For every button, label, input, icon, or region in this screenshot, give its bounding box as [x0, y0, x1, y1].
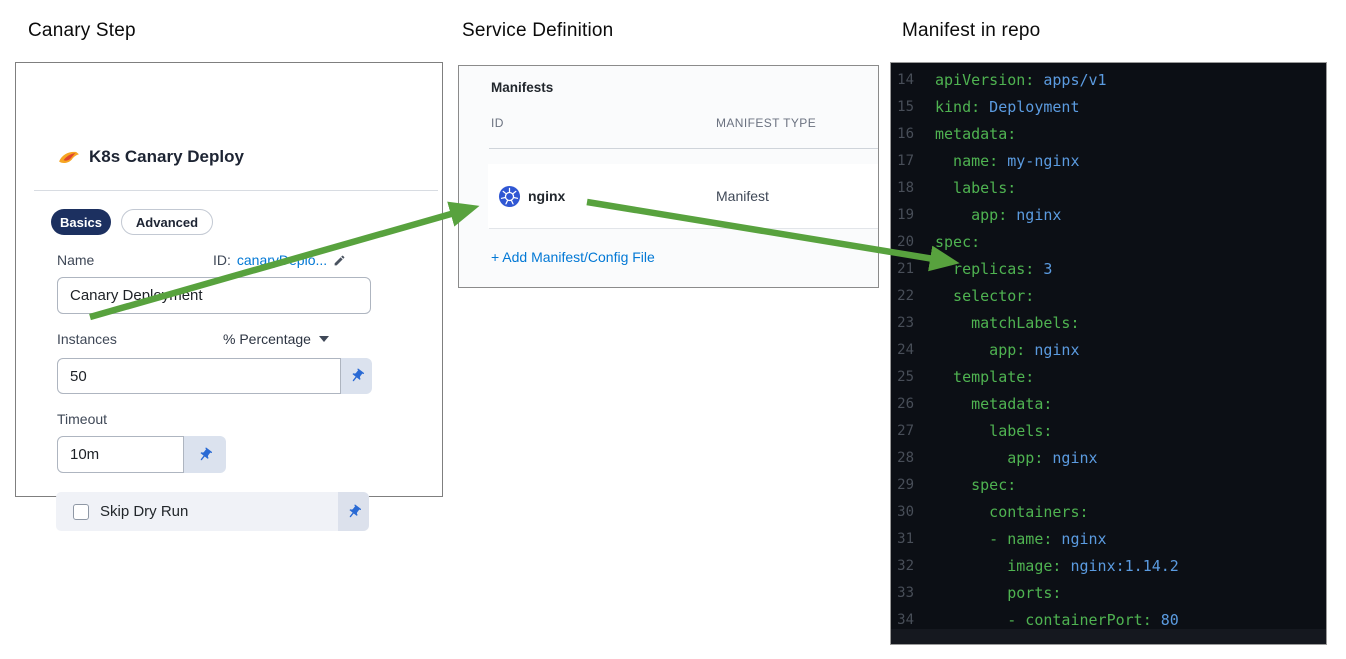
horizontal-scrollbar[interactable] — [891, 629, 1326, 644]
code-line-30: 30 containers: — [897, 503, 1089, 521]
skip-dry-run-label: Skip Dry Run — [100, 503, 189, 520]
code-line-27: 27 labels: — [897, 422, 1053, 440]
code-line-26: 26 metadata: — [897, 395, 1053, 413]
instances-unit-value: % Percentage — [223, 331, 311, 347]
instances-pin-button[interactable] — [341, 358, 372, 394]
name-input[interactable]: Canary Deployment — [57, 277, 371, 314]
manifest-id: nginx — [528, 188, 566, 204]
code-line-25: 25 template: — [897, 368, 1035, 386]
code-line-22: 22 selector: — [897, 287, 1035, 305]
pencil-icon[interactable] — [333, 254, 346, 267]
kubernetes-icon — [498, 185, 521, 208]
skip-dry-run-checkbox[interactable] — [73, 503, 89, 520]
service-definition-panel: Manifests ID MANIFEST TYPE — [458, 65, 879, 288]
timeout-label: Timeout — [57, 411, 108, 427]
manifest-row-nginx[interactable]: nginx Manifest — [488, 164, 878, 228]
code-line-24: 24 app: nginx — [897, 341, 1080, 359]
heading-manifest-in-repo: Manifest in repo — [902, 20, 1041, 41]
skip-dry-run-row: Skip Dry Run — [56, 492, 369, 531]
code-line-32: 32 image: nginx:1.14.2 — [897, 557, 1179, 575]
code-line-23: 23 matchLabels: — [897, 314, 1080, 332]
canary-bird-icon — [58, 148, 80, 166]
timeout-input[interactable]: 10m — [57, 436, 184, 473]
manifest-type: Manifest — [716, 188, 769, 204]
code-line-34: 34 - containerPort: 80 — [897, 611, 1179, 629]
manifests-title: Manifests — [491, 80, 554, 95]
code-line-18: 18 labels: — [897, 179, 1017, 197]
timeout-pin-button[interactable] — [184, 436, 226, 473]
canary-step-panel: K8s Canary Deploy Basics Advanced Name I… — [15, 62, 443, 531]
code-line-21: 21 replicas: 3 — [897, 260, 1053, 278]
column-header-id: ID — [491, 116, 504, 130]
divider — [489, 228, 878, 229]
code-line-17: 17 name: my-nginx — [897, 152, 1080, 170]
step-id-link[interactable]: canaryDeplo... — [236, 252, 328, 268]
tab-advanced[interactable]: Advanced — [121, 209, 213, 235]
code-line-28: 28 app: nginx — [897, 449, 1098, 467]
heading-canary-step: Canary Step — [28, 20, 136, 41]
code-line-19: 19 app: nginx — [897, 206, 1062, 224]
code-line-29: 29 spec: — [897, 476, 1017, 494]
column-header-manifest-type: MANIFEST TYPE — [716, 116, 817, 130]
heading-service-definition: Service Definition — [462, 20, 614, 41]
code-line-33: 33 ports: — [897, 584, 1062, 602]
divider — [489, 148, 878, 149]
step-title: K8s Canary Deploy — [89, 147, 244, 166]
instances-input[interactable]: 50 — [57, 358, 341, 394]
divider — [34, 190, 438, 191]
name-label: Name — [57, 252, 95, 268]
code-line-31: 31 - name: nginx — [897, 530, 1107, 548]
skip-dry-run-pin-button[interactable] — [338, 492, 369, 531]
tab-basics[interactable]: Basics — [51, 209, 111, 235]
add-manifest-link[interactable]: + Add Manifest/Config File — [491, 249, 655, 265]
caret-down-icon — [318, 336, 329, 342]
instances-label: Instances — [57, 331, 117, 347]
instances-unit-dropdown[interactable]: % Percentage — [223, 331, 329, 347]
id-prefix: ID: — [213, 252, 231, 268]
